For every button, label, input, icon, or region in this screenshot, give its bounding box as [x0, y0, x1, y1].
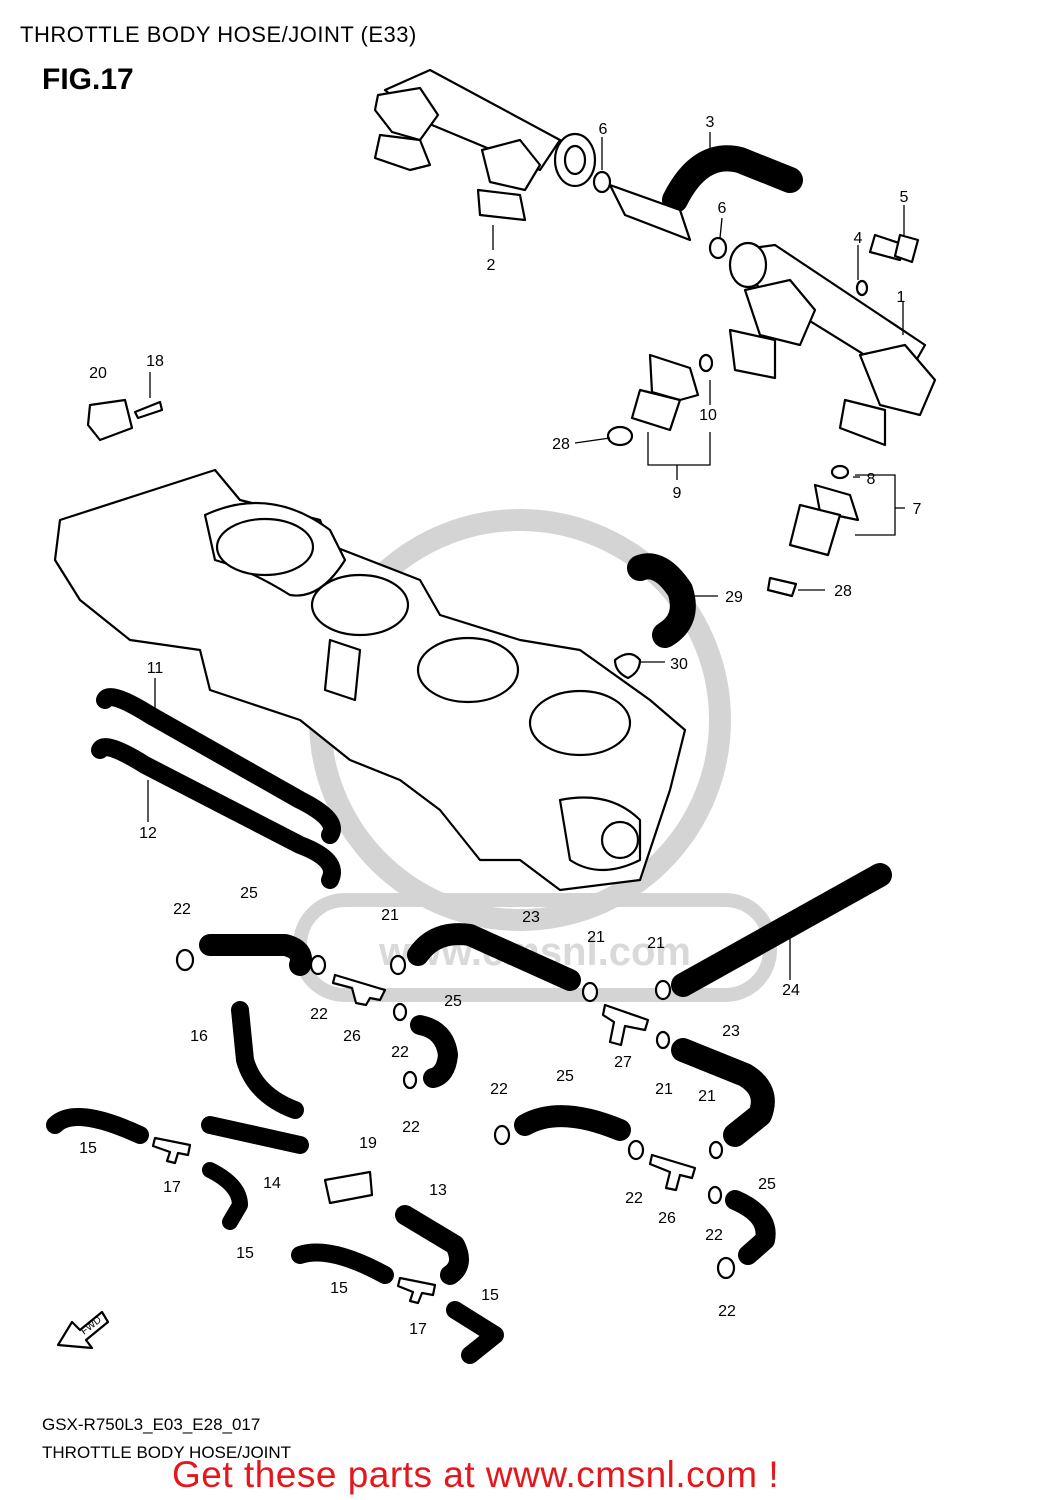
hose-29 — [613, 553, 696, 680]
leader-lines — [147, 132, 905, 980]
callout-25a: 25 — [240, 885, 258, 902]
callout-22g: 22 — [705, 1227, 723, 1244]
callout-17b: 17 — [409, 1321, 427, 1338]
joints-and-clips — [151, 948, 736, 1305]
callout-22h: 22 — [718, 1303, 736, 1320]
callout-26b: 26 — [658, 1210, 676, 1227]
model-code: GSX-R750L3_E03_E28_017 — [42, 1415, 261, 1434]
callout-23a: 23 — [522, 909, 540, 926]
hose-12 — [91, 738, 341, 889]
fuel-rail-upper — [373, 68, 597, 222]
callout-6a: 6 — [599, 121, 608, 138]
callout-15a: 15 — [79, 1140, 97, 1157]
callout-6b: 6 — [718, 200, 727, 217]
callout-22c: 22 — [391, 1044, 409, 1061]
callout-22a: 22 — [173, 901, 191, 918]
callout-22e: 22 — [490, 1081, 508, 1098]
callout-22b: 22 — [310, 1006, 328, 1023]
promo-link[interactable]: Get these parts at www.cmsnl.com ! — [172, 1454, 780, 1495]
injector-9 — [606, 353, 714, 447]
callout-28b: 28 — [834, 583, 852, 600]
fuel-hose-3 — [592, 145, 803, 260]
callout-22f: 22 — [625, 1190, 643, 1207]
callout-25d: 25 — [758, 1176, 776, 1193]
callout-24: 24 — [782, 982, 800, 999]
page-title: THROTTLE BODY HOSE/JOINT (E33) — [20, 22, 417, 47]
callout-12: 12 — [139, 825, 157, 842]
throttle-body — [53, 468, 687, 892]
callout-8: 8 — [867, 471, 876, 488]
callout-18: 18 — [146, 353, 164, 370]
callout-15d: 15 — [481, 1287, 499, 1304]
callout-26a: 26 — [343, 1028, 361, 1045]
callout-5: 5 — [900, 189, 909, 206]
callout-4: 4 — [854, 230, 863, 247]
callout-14: 14 — [263, 1175, 281, 1192]
callout-15c: 15 — [330, 1280, 348, 1297]
callout-25b: 25 — [444, 993, 462, 1010]
callout-20: 20 — [89, 365, 107, 382]
callout-21b: 21 — [587, 929, 605, 946]
figure-number: FIG.17 — [42, 63, 134, 96]
callout-21e: 21 — [698, 1088, 716, 1105]
bolt-5 — [855, 233, 920, 297]
callout-22d: 22 — [402, 1119, 420, 1136]
callout-1: 1 — [897, 289, 906, 306]
callout-2: 2 — [487, 257, 496, 274]
callout-9: 9 — [673, 485, 682, 502]
callout-30: 30 — [670, 656, 688, 673]
callout-21a: 21 — [381, 907, 399, 924]
callout-28a: 28 — [552, 436, 570, 453]
callout-21c: 21 — [647, 935, 665, 952]
fuel-rail-lower — [728, 241, 937, 447]
callout-7: 7 — [913, 501, 922, 518]
callout-25c: 25 — [556, 1068, 574, 1085]
callout-numbers: 1 2 3 4 5 6 6 7 8 9 10 11 12 13 14 15 15… — [79, 114, 921, 1338]
hose-11 — [96, 688, 341, 844]
callout-10: 10 — [699, 407, 717, 424]
injector-7 — [766, 464, 860, 598]
callout-23b: 23 — [722, 1023, 740, 1040]
callout-16: 16 — [190, 1028, 208, 1045]
callout-13: 13 — [429, 1182, 447, 1199]
callout-27: 27 — [614, 1054, 632, 1071]
callout-17a: 17 — [163, 1179, 181, 1196]
callout-11: 11 — [147, 660, 164, 677]
footer-caption: THROTTLE BODY HOSE/JOINT — [42, 1443, 292, 1462]
callout-3: 3 — [706, 114, 715, 131]
callout-19: 19 — [359, 1135, 377, 1152]
callout-29: 29 — [725, 589, 743, 606]
callout-15b: 15 — [236, 1245, 254, 1262]
hose-set — [46, 863, 892, 1364]
callout-21d: 21 — [655, 1081, 673, 1098]
sensor-20 — [86, 398, 164, 442]
fwd-arrow-icon: FWD — [56, 1310, 110, 1350]
